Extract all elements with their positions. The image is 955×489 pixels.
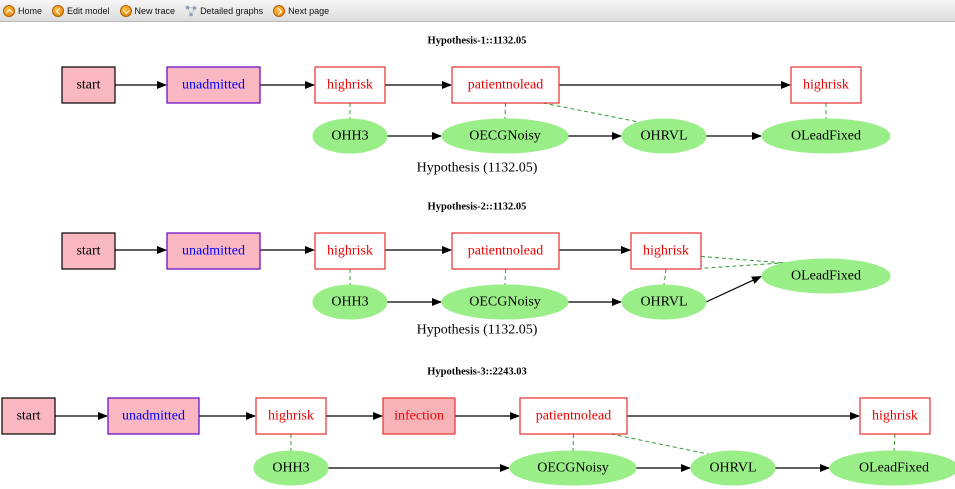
graph-icon xyxy=(185,5,197,17)
hypothesis-3-observation-oleadfixed-label: OLeadFixed xyxy=(859,461,929,476)
new-trace-button[interactable]: New trace xyxy=(119,4,176,17)
hypothesis-2-state-start-box xyxy=(61,232,116,270)
new-icon xyxy=(119,4,132,17)
hypothesis-1-observation-oleadfixed-label: OLeadFixed xyxy=(791,129,861,144)
hypothesis-2-observation-oleadfixed-label: OLeadFixed xyxy=(791,269,861,284)
edit-model-button[interactable]: Edit model xyxy=(52,4,110,17)
detailed-graphs-button[interactable]: Detailed graphs xyxy=(185,5,263,17)
hypothesis-2-observation-oecgnoisy-label: OECGNoisy xyxy=(469,295,541,310)
hypothesis-3-observation-link xyxy=(893,433,896,452)
hypothesis-3-state-start-label: start xyxy=(16,409,40,424)
hypothesis-1-state-unadmitted-label: unadmitted xyxy=(182,78,245,93)
hypothesis-2-title: Hypothesis-2::1132.05 xyxy=(428,202,527,213)
next-page-button[interactable]: Next page xyxy=(273,4,330,17)
next-page-label: Next page xyxy=(288,5,330,16)
home-icon xyxy=(3,4,15,17)
hypothesis-2-caption: Hypothesis (1132.05) xyxy=(417,323,538,338)
hypothesis-1-observation-ohrvl-ellipse xyxy=(621,118,707,154)
home-label: Home xyxy=(18,5,43,16)
hypothesis-2-observation-link xyxy=(504,268,506,286)
hypothesis-1-caption: Hypothesis (1132.05) xyxy=(417,161,538,176)
hypothesis-3-observation-ohh3-ellipse xyxy=(253,450,329,486)
next-icon xyxy=(273,4,286,17)
hypothesis-1-state-patientnolead-label: patientnolead xyxy=(468,78,543,93)
hypothesis-1-state-unadmitted-box xyxy=(166,66,261,104)
hypothesis-1-observation-link xyxy=(504,102,506,120)
hypothesis-1-state-patientnolead-box xyxy=(451,66,560,104)
hypothesis-3-state-patientnolead-label: patientnolead xyxy=(536,409,611,424)
hypothesis-1-title: Hypothesis-1::1132.05 xyxy=(428,36,527,47)
hypothesis-3-state-highrisk-label: highrisk xyxy=(268,409,314,424)
hypothesis-1-state-start-box xyxy=(61,66,116,104)
hypothesis-3-observation-ohrvl-ellipse xyxy=(690,450,776,486)
hypothesis-2-state-unadmitted-box xyxy=(166,232,261,270)
hypothesis-3-observation-link xyxy=(572,433,574,452)
hypothesis-3-observation-link xyxy=(610,433,711,455)
hypothesis-3-state-infection-box xyxy=(382,397,456,435)
hypothesis-3-state-infection-label: infection xyxy=(394,409,444,424)
hypothesis-1-state-highrisk-label: highrisk xyxy=(327,78,373,93)
hypothesis-2-observation-ohh3-ellipse xyxy=(312,284,388,320)
hypothesis-3-state-highrisk-box xyxy=(859,397,931,435)
hypothesis-3-observation-oleadfixed-ellipse xyxy=(829,450,955,486)
detailed-graphs-label: Detailed graphs xyxy=(200,5,264,16)
hypothesis-3-state-highrisk-box xyxy=(255,397,327,435)
hypothesis-1-observation-oecgnoisy-ellipse xyxy=(441,118,569,154)
hypothesis-2-observation-arrow xyxy=(705,275,762,303)
hypothesis-2-observation-link xyxy=(700,255,788,264)
hypothesis-1-observation-oleadfixed-ellipse xyxy=(761,118,891,154)
hypothesis-3-state-unadmitted-box xyxy=(107,397,200,435)
hypothesis-2-observation-ohh3-label: OHH3 xyxy=(331,295,368,310)
hypothesis-1-state-highrisk-box xyxy=(790,66,862,104)
hypothesis-2-state-highrisk-box xyxy=(630,232,702,270)
hypothesis-1-observation-ohh3-ellipse xyxy=(312,118,388,154)
new-trace-label: New trace xyxy=(134,5,176,16)
hypothesis-3-observation-ohh3-label: OHH3 xyxy=(272,461,309,476)
hypothesis-2-observation-link xyxy=(663,268,667,286)
hypothesis-3-observation-oecgnoisy-ellipse xyxy=(509,450,637,486)
back-icon xyxy=(52,4,65,17)
hypothesis-1-state-highrisk-label: highrisk xyxy=(803,78,849,93)
hypothesis-2-observation-oecgnoisy-ellipse xyxy=(441,284,569,320)
hypothesis-1-observation-ohrvl-label: OHRVL xyxy=(640,129,687,144)
hypothesis-3-observation-ohrvl-label: OHRVL xyxy=(709,461,756,476)
hypothesis-2-observation-oleadfixed-ellipse xyxy=(761,258,891,294)
hypothesis-2-state-highrisk-label: highrisk xyxy=(327,244,373,259)
hypothesis-3-title: Hypothesis-3::2243.03 xyxy=(427,367,526,378)
hypothesis-2-observation-link xyxy=(690,261,791,270)
edit-model-label: Edit model xyxy=(67,5,110,16)
hypothesis-2-observation-ohrvl-label: OHRVL xyxy=(640,295,687,310)
home-button[interactable]: Home xyxy=(3,4,43,17)
hypothesis-2-observation-ohrvl-ellipse xyxy=(621,284,707,320)
hypothesis-1-observation-oecgnoisy-label: OECGNoisy xyxy=(469,129,541,144)
hypothesis-2-state-highrisk-box xyxy=(314,232,386,270)
toolbar: Home Edit model New trace Detailed graph… xyxy=(0,0,955,22)
hypothesis-3-state-highrisk-label: highrisk xyxy=(872,409,918,424)
hypothesis-1-state-highrisk-box xyxy=(314,66,386,104)
hypothesis-3-state-start-box xyxy=(1,397,56,435)
hypothesis-2-state-unadmitted-label: unadmitted xyxy=(182,244,245,259)
hypothesis-1-observation-link xyxy=(542,102,641,123)
hypothesis-3-observation-oecgnoisy-label: OECGNoisy xyxy=(537,461,609,476)
hypothesis-1-observation-ohh3-label: OHH3 xyxy=(331,129,368,144)
hypothesis-3-state-unadmitted-label: unadmitted xyxy=(122,409,185,424)
hypothesis-1-state-start-label: start xyxy=(76,78,100,93)
hypothesis-2-state-patientnolead-label: patientnolead xyxy=(468,244,543,259)
hypothesis-3-state-patientnolead-box xyxy=(519,397,628,435)
hypothesis-2-state-patientnolead-box xyxy=(451,232,560,270)
hypothesis-2-state-start-label: start xyxy=(76,244,100,259)
hypothesis-2-state-highrisk-label: highrisk xyxy=(643,244,689,259)
